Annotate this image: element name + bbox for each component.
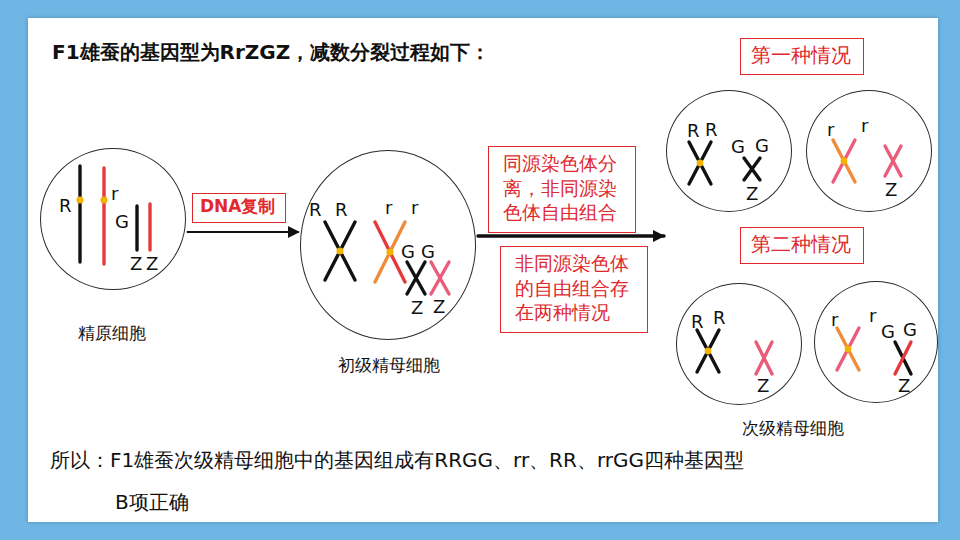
conclusion-text: 所以：F1雄蚕次级精母细胞中的基因组成有RRGG、rr、RR、rrGG四种基因型 — [50, 448, 744, 472]
case1-right-chromosomes-part — [833, 140, 855, 182]
gene-label: r — [111, 185, 118, 203]
box-text: 第二种情况 — [751, 232, 853, 257]
spermatogonium-chromosomes — [76, 166, 150, 264]
gene-label: Z — [411, 299, 423, 317]
conclusion-text: B项正确 — [115, 490, 189, 514]
gene-label: r — [831, 311, 838, 329]
case2-right-chromosomes-part — [837, 328, 859, 370]
gene-label: G — [115, 213, 129, 231]
case1-left-chromosomes — [689, 142, 760, 184]
spermatogonium-chromosomes-part — [135, 206, 138, 250]
primary-spermatocyte-chromosomes-part — [336, 247, 343, 254]
case1-left-chromosomes-part — [697, 160, 704, 167]
note-box: 同源染色体分离，非同源染色体自由组合 — [488, 146, 636, 233]
case1-right-chromosomes-part — [885, 146, 901, 176]
arrow-connector — [187, 231, 299, 233]
gene-label: r — [861, 117, 868, 135]
gene-label: R — [335, 201, 348, 219]
spermatogonium-cell: RrGZZ精原细胞 — [40, 148, 186, 290]
gene-label: r — [827, 121, 834, 139]
gene-label: G — [903, 321, 917, 339]
case1-right-chromosomes-part — [833, 140, 855, 182]
primary-spermatocyte-cell: RRrrGGZZ初级精母细胞 — [300, 150, 476, 340]
division-arrow — [478, 234, 664, 237]
gene-label: Z — [898, 377, 910, 395]
case2-left-chromosomes-part — [697, 330, 719, 372]
gene-label: R — [687, 122, 700, 140]
primary-spermatocyte-chromosomes-part — [431, 262, 449, 294]
secondary-spermatocyte-cell: RR Z — [676, 283, 802, 405]
primary-spermatocyte-chromosomes-part — [386, 248, 393, 255]
case2-right-chromosomes-part — [837, 328, 859, 370]
gene-label: Z — [885, 181, 897, 199]
spermatogonium-chromosomes-part — [78, 166, 81, 262]
case2-right-chromosomes-part — [895, 342, 911, 374]
gene-label: Z — [746, 185, 758, 203]
case1-right-chromosomes-part — [841, 158, 848, 165]
case2-right-chromosomes — [837, 328, 911, 374]
gene-label: Z — [757, 377, 769, 395]
gene-label: R — [713, 309, 726, 327]
case1-left-chromosomes-part — [689, 142, 711, 184]
case1-right-chromosomes — [833, 140, 901, 182]
cell-name: 精原细胞 — [78, 323, 146, 343]
gene-label: Z — [433, 298, 445, 316]
case2-right-chromosomes-part — [895, 342, 911, 374]
process-label-box: DNA复制 — [192, 193, 286, 223]
box-text: 同源染色体分离，非同源染色体自由组合 — [503, 151, 619, 225]
gene-label: G — [421, 243, 435, 261]
gene-label: G — [731, 138, 745, 156]
secondary-spermatocyte-cell: rrGGZ — [814, 281, 938, 403]
spermatogonium-chromosomes-part — [76, 196, 83, 203]
case2-left-chromosomes-part — [705, 348, 712, 355]
case2-left-chromosomes-part — [756, 342, 772, 374]
primary-spermatocyte-chromosomes-part — [407, 262, 425, 294]
gene-label: R — [705, 121, 718, 139]
case1-right-chromosomes-part — [885, 146, 901, 176]
gene-label: r — [385, 199, 392, 217]
case2-left-chromosomes-part — [697, 330, 719, 372]
case-title-box: 第二种情况 — [740, 227, 864, 264]
gene-label: Z — [146, 255, 158, 273]
primary-spermatocyte-chromosomes-part — [325, 222, 355, 280]
case-title-box: 第一种情况 — [740, 38, 864, 75]
box-text: 非同源染色体的自由组合存在两种情况 — [515, 251, 631, 325]
gene-label: R — [59, 197, 72, 215]
cell-stage-label: 次级精母细胞 — [742, 418, 844, 438]
primary-spermatocyte-chromosomes — [325, 222, 449, 294]
gene-label: r — [411, 199, 418, 217]
case1-left-chromosomes-part — [689, 142, 711, 184]
primary-spermatocyte-chromosomes-part — [375, 222, 405, 282]
spermatogonium-chromosomes-part — [102, 168, 105, 264]
case2-right-chromosomes-part — [845, 346, 852, 353]
secondary-spermatocyte-cell: RRGGZ — [666, 90, 792, 212]
case2-left-chromosomes-part — [756, 342, 772, 374]
box-text: DNA复制 — [200, 196, 278, 217]
note-box: 非同源染色体的自由组合存在两种情况 — [500, 246, 648, 333]
slide-panel — [28, 18, 938, 522]
box-text: 第一种情况 — [751, 43, 853, 68]
gene-label: R — [691, 313, 704, 331]
gene-label: G — [881, 323, 895, 341]
primary-spermatocyte-chromosomes-part — [325, 222, 355, 280]
spermatogonium-chromosomes-part — [100, 196, 107, 203]
case2-left-chromosomes — [697, 330, 772, 374]
gene-label: R — [309, 201, 322, 219]
cell-name: 初级精母细胞 — [338, 355, 440, 375]
spermatogonium-chromosomes-part — [148, 204, 151, 250]
secondary-spermatocyte-cell: r rZ — [806, 90, 932, 212]
primary-spermatocyte-chromosomes-part — [431, 262, 449, 294]
case1-left-chromosomes-part — [744, 158, 760, 180]
primary-spermatocyte-chromosomes-part — [375, 222, 405, 282]
slide-title: F1雄蚕的基因型为RrZGZ，减数分裂过程如下： — [52, 40, 490, 64]
primary-spermatocyte-chromosomes-part — [407, 262, 425, 294]
gene-label: r — [869, 307, 876, 325]
gene-label: Z — [130, 255, 142, 273]
gene-label: G — [755, 137, 769, 155]
case1-left-chromosomes-part — [744, 158, 760, 180]
gene-label: G — [401, 243, 415, 261]
